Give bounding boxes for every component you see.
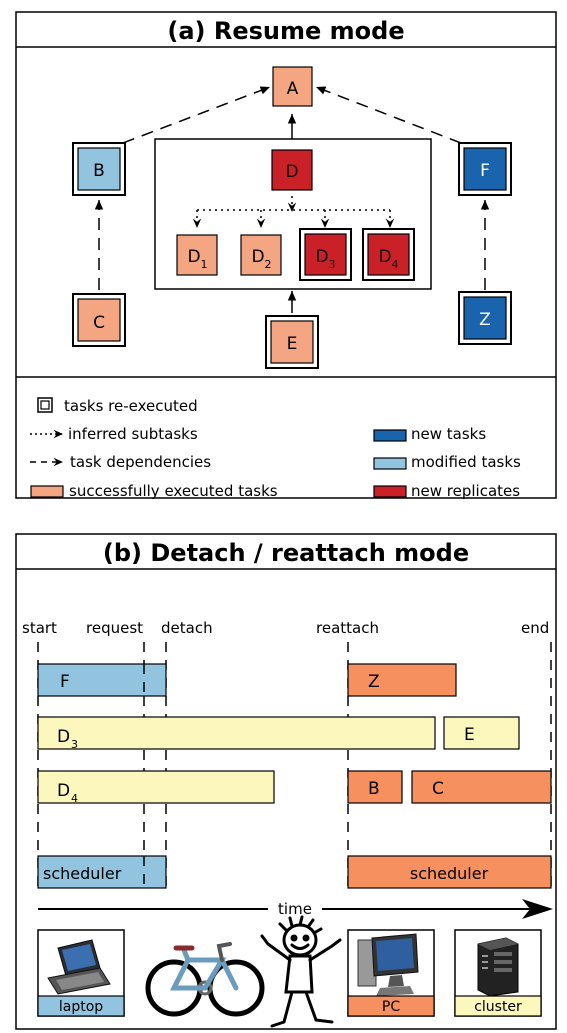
bar-e: E	[443, 716, 520, 750]
dependency-edges	[94, 86, 490, 313]
task-node-d2: D 2	[240, 234, 282, 276]
panel-resume-mode: (a) Resume mode A	[15, 11, 557, 500]
svg-text:D: D	[315, 247, 328, 267]
person-icon	[260, 915, 342, 1028]
legend-replicates: new replicates	[373, 482, 520, 500]
svg-text:Z: Z	[479, 310, 491, 330]
task-node-b: B	[72, 142, 126, 196]
svg-text:C: C	[93, 313, 105, 333]
laptop-label: laptop	[59, 999, 103, 1015]
marker-request: request	[86, 619, 143, 637]
pc-icon	[357, 933, 419, 996]
bar-f: F	[37, 663, 167, 697]
svg-text:F: F	[480, 161, 490, 181]
svg-text:C: C	[432, 779, 444, 799]
panel-detach-reattach-mode: (b) Detach / reattach mode start request…	[15, 533, 557, 1030]
edge-b-to-a	[122, 86, 271, 144]
svg-text:new replicates: new replicates	[411, 482, 520, 500]
bar-c: C	[411, 770, 552, 804]
bar-scheduler-right: scheduler	[347, 855, 552, 889]
edge-f-to-a	[315, 86, 462, 144]
task-node-d1: D 1	[176, 234, 218, 276]
svg-text:modified tasks: modified tasks	[411, 453, 521, 471]
time-label: time	[278, 900, 312, 918]
svg-text:scheduler: scheduler	[410, 864, 489, 883]
server-icon	[477, 937, 519, 997]
task-node-d: D	[271, 149, 313, 191]
task-node-e: E	[265, 315, 319, 369]
svg-text:D: D	[57, 781, 70, 801]
svg-text:3: 3	[71, 738, 78, 751]
marker-detach: detach	[161, 619, 213, 637]
task-node-a: A	[272, 66, 313, 107]
bicycle-icon	[145, 942, 265, 1017]
svg-text:scheduler: scheduler	[43, 864, 122, 883]
legend-dependencies: task dependencies	[30, 453, 211, 471]
laptop-icon	[47, 939, 111, 995]
svg-text:D: D	[251, 247, 264, 267]
svg-text:1: 1	[201, 258, 208, 271]
task-node-c: C	[72, 293, 126, 347]
marker-start: start	[22, 619, 57, 637]
task-node-f: F	[458, 142, 512, 196]
svg-text:E: E	[464, 725, 475, 745]
bar-scheduler-left: scheduler	[37, 855, 167, 889]
device-pc: PC	[347, 929, 435, 1017]
svg-text:3: 3	[329, 258, 336, 271]
pc-label: PC	[382, 999, 400, 1015]
inferred-subtask-edges	[192, 196, 395, 228]
svg-text:inferred subtasks: inferred subtasks	[68, 425, 198, 443]
svg-text:new tasks: new tasks	[411, 425, 486, 443]
svg-text:successfully executed tasks: successfully executed tasks	[69, 482, 278, 500]
task-node-z: Z	[458, 291, 512, 345]
svg-text:E: E	[287, 334, 298, 354]
svg-text:4: 4	[71, 792, 78, 805]
svg-text:B: B	[93, 161, 105, 181]
device-cluster: cluster	[454, 929, 542, 1017]
svg-text:2: 2	[265, 258, 272, 271]
legend: tasks re-executed inferred subtasks task…	[30, 397, 521, 500]
svg-text:A: A	[287, 79, 299, 99]
panel-b-title: (b) Detach / reattach mode	[103, 539, 469, 567]
svg-text:B: B	[368, 779, 380, 799]
legend-modified: modified tasks	[373, 453, 521, 471]
svg-text:D: D	[187, 247, 200, 267]
legend-re-executed: tasks re-executed	[37, 397, 198, 415]
svg-text:4: 4	[392, 258, 399, 271]
task-node-d3: D 3	[299, 228, 352, 281]
svg-text:D: D	[285, 162, 298, 182]
cluster-label: cluster	[474, 999, 522, 1015]
bar-d3: D 3	[37, 716, 436, 751]
legend-inferred: inferred subtasks	[30, 425, 198, 443]
subtask-group-box	[154, 138, 432, 290]
svg-text:F: F	[60, 672, 70, 692]
bar-z: Z	[347, 663, 457, 697]
svg-text:task dependencies: task dependencies	[70, 453, 211, 471]
bar-b: B	[347, 770, 403, 804]
svg-text:D: D	[57, 727, 70, 747]
timeline-markers: start request detach reattach end	[22, 619, 549, 637]
task-node-d4: D 4	[362, 228, 415, 281]
marker-reattach: reattach	[316, 619, 379, 637]
device-laptop: laptop	[37, 929, 125, 1017]
marker-end: end	[521, 619, 549, 637]
time-axis: time	[38, 899, 553, 919]
panel-a-title: (a) Resume mode	[167, 17, 404, 45]
svg-text:Z: Z	[368, 672, 380, 692]
legend-new-tasks: new tasks	[373, 425, 486, 443]
svg-text:D: D	[378, 247, 391, 267]
bar-d4: D 4	[37, 770, 275, 805]
svg-text:tasks re-executed: tasks re-executed	[64, 397, 198, 415]
legend-success: successfully executed tasks	[30, 482, 278, 500]
